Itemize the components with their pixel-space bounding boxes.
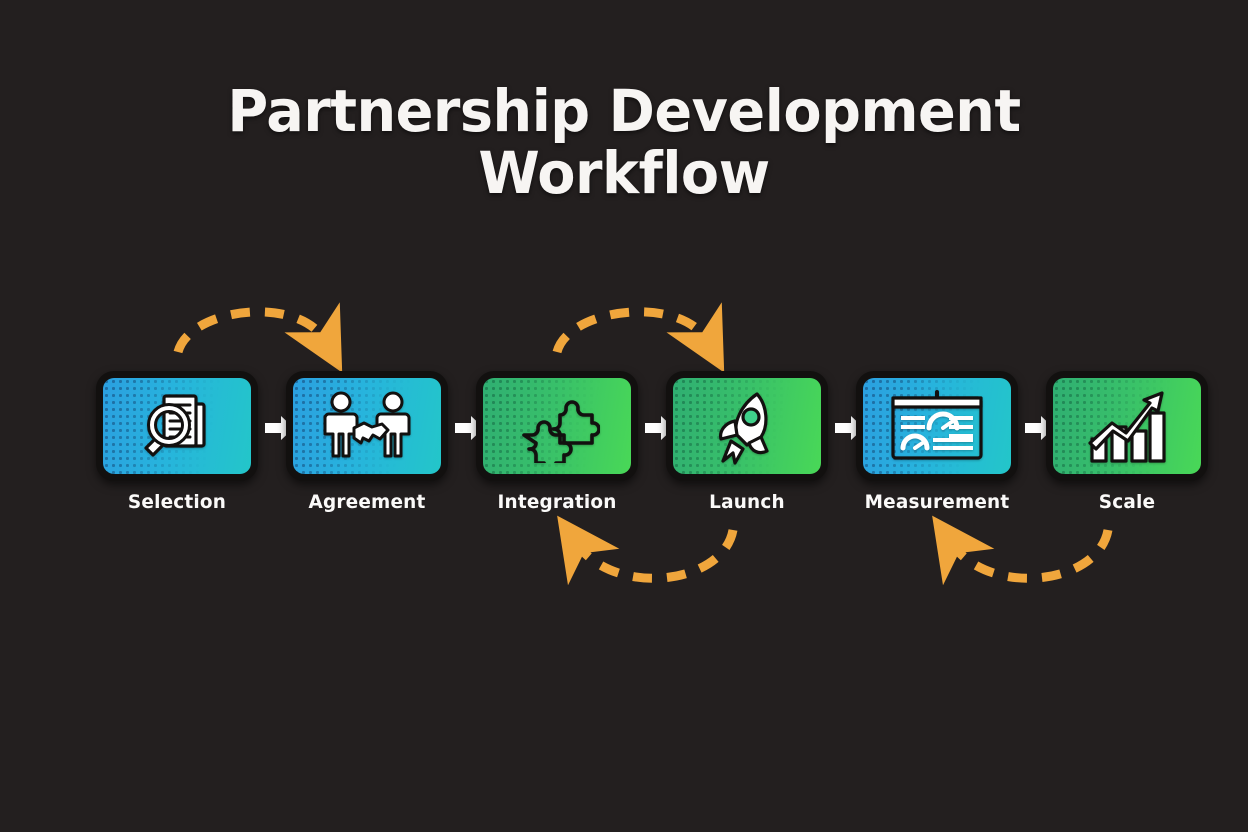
step-label-integration: Integration — [497, 491, 617, 513]
workflow-step-integration[interactable]: Integration — [476, 371, 638, 513]
step-tile-selection[interactable] — [96, 371, 258, 481]
dashboard-gauges-icon — [863, 378, 1011, 474]
workflow-step-agreement[interactable]: Agreement — [286, 371, 448, 513]
workflow-step-selection[interactable]: Selection — [96, 371, 258, 513]
step-tile-integration[interactable] — [476, 371, 638, 481]
rocket-icon — [673, 378, 821, 474]
handshake-people-icon — [293, 378, 441, 474]
dashed-curved-arrow-icon-bottom-right — [932, 515, 1113, 586]
dashed-curved-arrow-icon-bottom-left — [557, 515, 738, 586]
step-tile-measurement[interactable] — [856, 371, 1018, 481]
page-title: Partnership Development Workflow — [0, 80, 1248, 204]
step-label-measurement: Measurement — [864, 491, 1010, 513]
workflow-steps-row: Selection — [96, 371, 1208, 521]
page-title-line-2: Workflow — [478, 139, 770, 207]
magnifier-documents-icon — [103, 378, 251, 474]
halftone-texture — [483, 378, 631, 474]
workflow-step-measurement[interactable]: Measurement — [856, 371, 1018, 513]
dashed-curved-arrow-icon-top-right — [552, 302, 725, 373]
step-label-scale: Scale — [1098, 491, 1156, 513]
step-tile-agreement[interactable] — [286, 371, 448, 481]
step-label-agreement: Agreement — [308, 491, 426, 513]
workflow-step-scale[interactable]: Scale — [1046, 371, 1208, 513]
workflow-step-launch[interactable]: Launch — [666, 371, 828, 513]
bar-chart-growth-icon — [1053, 378, 1201, 474]
puzzle-pieces-icon — [483, 378, 631, 474]
step-label-launch: Launch — [709, 491, 785, 513]
step-label-selection: Selection — [127, 491, 227, 513]
step-tile-launch[interactable] — [666, 371, 828, 481]
page-title-line-1: Partnership Development — [227, 77, 1021, 145]
dashed-curved-arrow-icon-top-left — [173, 302, 343, 373]
step-tile-scale[interactable] — [1046, 371, 1208, 481]
